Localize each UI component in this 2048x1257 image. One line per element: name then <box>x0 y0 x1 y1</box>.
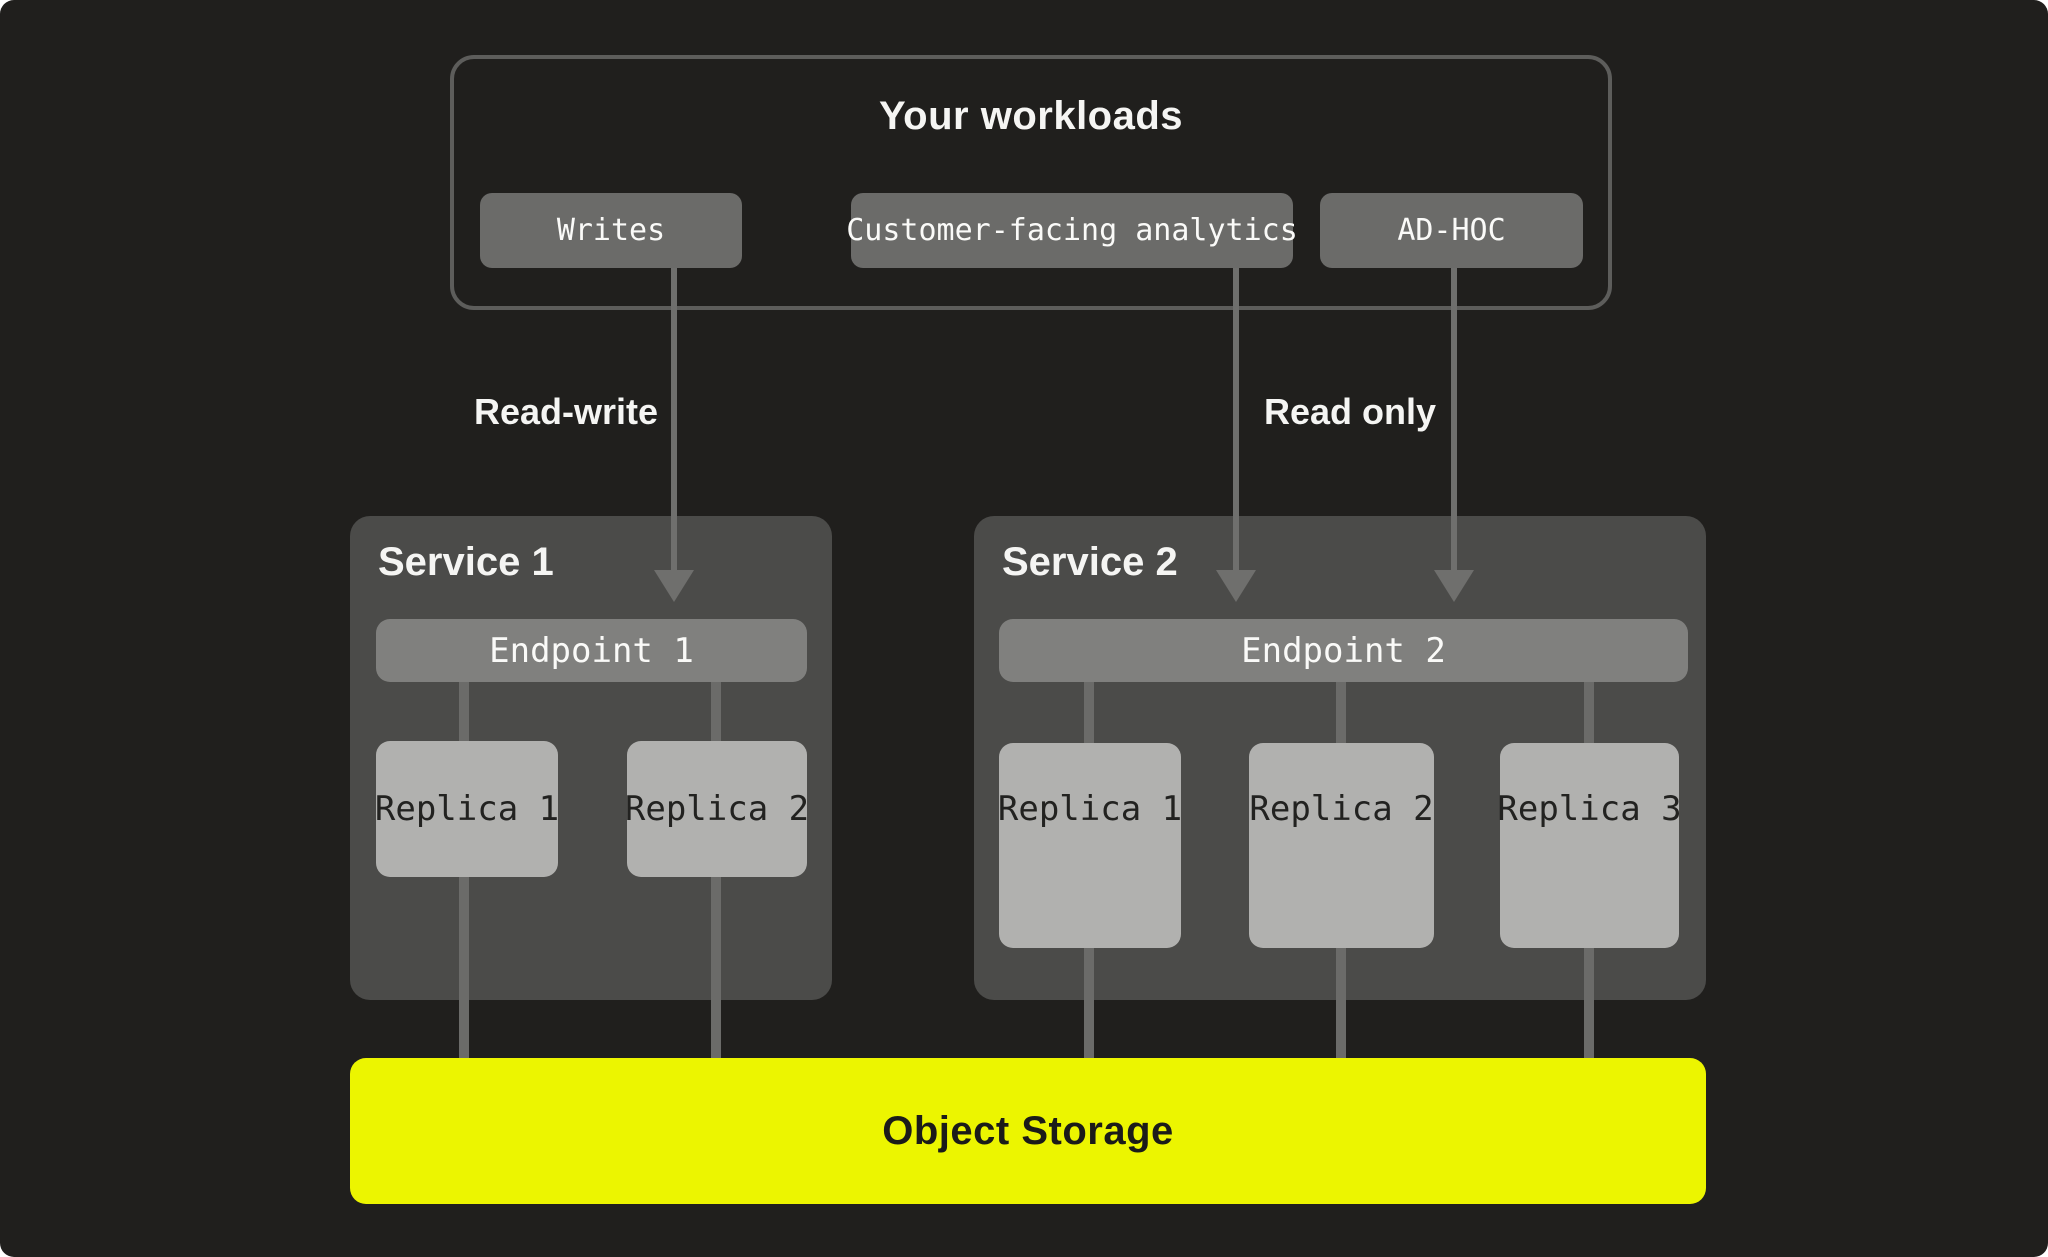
your-workloads-group-border <box>450 55 1612 310</box>
service-2-title: Service 2 <box>1002 540 1178 584</box>
read-only-arrow-2-line <box>1451 268 1457 572</box>
your-workloads-title: Your workloads <box>878 94 1184 138</box>
service-2-replica-1: Replica 1 <box>997 743 1183 948</box>
service-2-replica-3-label: Replica 3 <box>1497 789 1682 829</box>
workload-chip-ad-hoc-label: AD-HOC <box>1397 213 1506 248</box>
read-write-arrow-line <box>671 268 677 572</box>
workload-chip-writes: Writes <box>480 193 742 268</box>
workload-chip-customer-facing-analytics-label: Customer-facing analytics <box>846 213 1298 248</box>
service-2-replica-3: Replica 3 <box>1497 743 1682 948</box>
read-only-arrow-1-head-icon <box>1216 570 1256 602</box>
read-write-label: Read-write <box>473 391 658 432</box>
workload-chip-writes-label: Writes <box>556 213 666 248</box>
read-only-arrow-1-line <box>1233 268 1239 572</box>
service-1-endpoint-label: Endpoint 1 <box>489 630 694 671</box>
service-2-replica-1-label: Replica 1 <box>997 789 1183 829</box>
service-2-replica-2: Replica 2 <box>1249 743 1434 948</box>
object-storage-label: Object Storage <box>882 1108 1174 1153</box>
workload-chip-ad-hoc: AD-HOC <box>1320 193 1583 268</box>
read-only-arrow-2-head-icon <box>1434 570 1474 602</box>
service-1-endpoint: Endpoint 1 <box>376 619 807 682</box>
service-2-endpoint-label: Endpoint 2 <box>1241 630 1446 671</box>
read-only-label: Read only <box>1264 391 1437 432</box>
read-write-arrow-head-icon <box>654 570 694 602</box>
object-storage-bar: Object Storage <box>350 1058 1706 1204</box>
service-1-replica-1-label: Replica 1 <box>374 789 560 829</box>
service-1-replica-1: Replica 1 <box>374 741 560 877</box>
service-1-title: Service 1 <box>378 540 554 584</box>
service-2-endpoint: Endpoint 2 <box>999 619 1688 682</box>
workload-chip-customer-facing-analytics: Customer-facing analytics <box>846 193 1298 268</box>
service-2-replica-2-label: Replica 2 <box>1249 789 1434 829</box>
service-1-replica-2-label: Replica 2 <box>624 789 810 829</box>
service-1-replica-2: Replica 2 <box>624 741 810 877</box>
